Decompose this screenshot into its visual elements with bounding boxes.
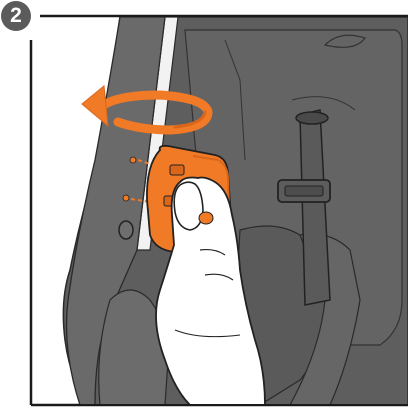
step-number-badge: 2 [1, 1, 31, 31]
step-number: 2 [10, 4, 22, 28]
fingertip [199, 212, 213, 224]
mounting-hole-bottom [123, 195, 129, 201]
mounting-hole-top [130, 157, 136, 163]
strap-slot [296, 112, 328, 124]
clip-tab-top [170, 165, 184, 175]
rail-knob [119, 221, 133, 239]
hand-thumb [174, 182, 203, 230]
strap-buckle-inner [285, 186, 323, 196]
